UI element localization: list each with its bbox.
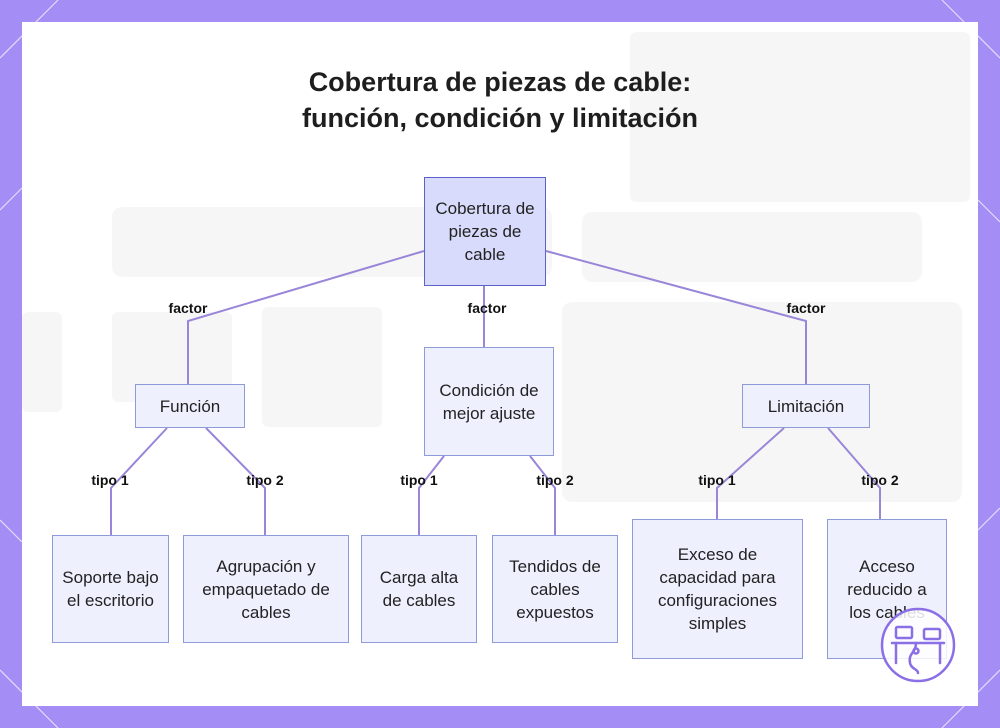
title-line-1: Cobertura de piezas de cable:	[308, 67, 692, 97]
node-funcion-label: Función	[159, 396, 221, 416]
node-agrupacion: Agrupación y empaquetado de cables	[183, 535, 349, 643]
node-soporte-label: Soporte bajo el escritorio	[62, 568, 159, 610]
edge-label-factor-1: factor	[168, 300, 208, 316]
edge-limitacion-acceso	[827, 427, 881, 519]
edge-label-condicion-tipo1: tipo 1	[400, 472, 438, 488]
node-tendidos: Tendidos de cables expuestos	[492, 535, 618, 643]
node-root-label: Cobertura de piezas de cable	[435, 199, 535, 264]
diagram-card: Cobertura de piezas de cable: función, c…	[22, 22, 978, 706]
connector-lines	[110, 250, 881, 535]
node-tendidos-label: Tendidos de cables expuestos	[509, 556, 601, 622]
node-exceso: Exceso de capacidad para configuraciones…	[632, 519, 803, 659]
edge-label-funcion-tipo2: tipo 2	[246, 472, 284, 488]
edge-label-factor-2: factor	[467, 300, 507, 316]
node-carga-label: Carga alta de cables	[379, 568, 459, 610]
edge-funcion-agrupacion	[205, 427, 266, 535]
edge-label-condicion-tipo2: tipo 2	[536, 472, 574, 488]
edge-root-limitacion	[545, 250, 807, 384]
node-agrupacion-label: Agrupación y empaquetado de cables	[202, 556, 330, 622]
edge-condicion-carga	[418, 455, 445, 535]
edge-funcion-soporte	[110, 427, 168, 535]
edge-root-funcion	[187, 250, 425, 384]
node-limitacion: Limitación	[742, 384, 870, 428]
edge-label-limitacion-tipo1: tipo 1	[698, 472, 736, 488]
edge-condicion-tendidos	[529, 455, 556, 535]
node-root: Cobertura de piezas de cable	[424, 177, 546, 286]
edge-label-limitacion-tipo2: tipo 2	[861, 472, 899, 488]
node-condicion-label: Condición de mejor ajuste	[439, 380, 539, 423]
edge-limitacion-exceso	[716, 427, 785, 519]
node-exceso-label: Exceso de capacidad para configuraciones…	[657, 545, 778, 633]
diagram-title: Cobertura de piezas de cable: función, c…	[22, 64, 978, 136]
edge-label-factor-3: factor	[786, 300, 826, 316]
node-funcion: Función	[135, 384, 245, 428]
workspace-logo-icon	[880, 607, 956, 683]
edge-label-funcion-tipo1: tipo 1	[91, 472, 129, 488]
node-soporte: Soporte bajo el escritorio	[52, 535, 169, 643]
node-limitacion-label: Limitación	[767, 396, 845, 416]
node-carga: Carga alta de cables	[361, 535, 477, 643]
node-condicion: Condición de mejor ajuste	[424, 347, 554, 456]
title-line-2: función, condición y limitación	[301, 103, 699, 133]
